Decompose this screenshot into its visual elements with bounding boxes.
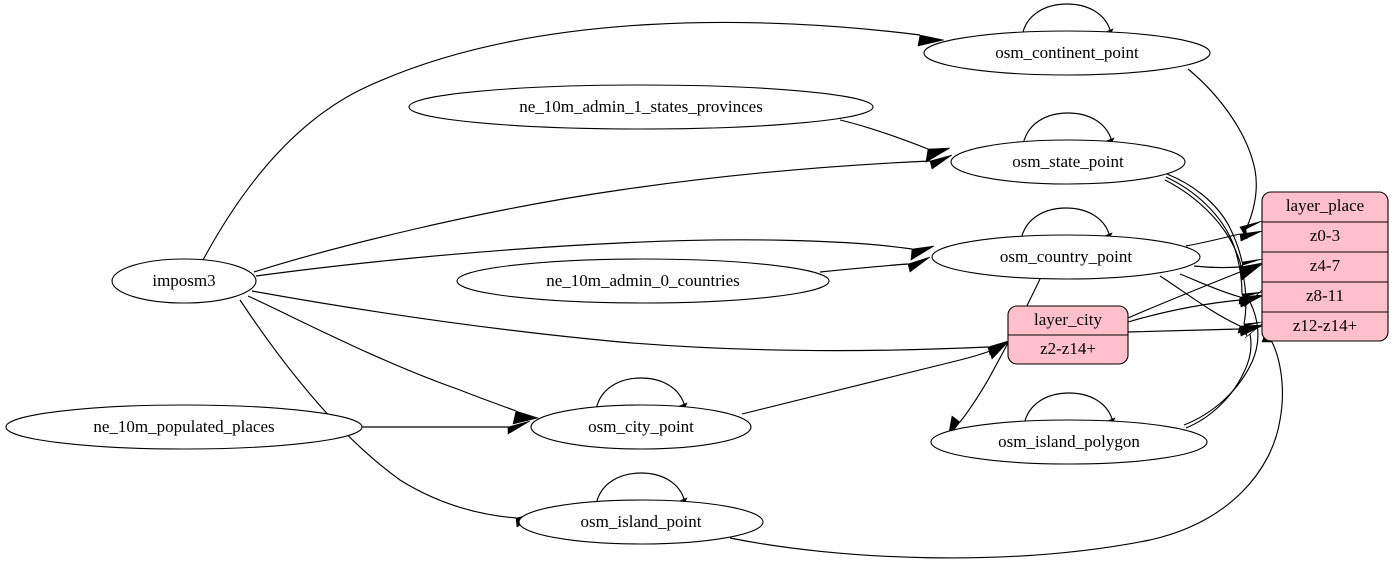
edge-layer_city-to-layer_place-z4-7 (1127, 263, 1263, 319)
edge-imposm3-to-osm_city_point (247, 295, 540, 425)
edge-osm_island_polygon-to-layer_place-z8-11 (1183, 289, 1263, 426)
edge-ne_places-to-osm_city_point (362, 420, 531, 435)
node-osm_city_point[interactable]: osm_city_point (530, 404, 752, 450)
node-ne_10m_admin_0_countries[interactable]: ne_10m_admin_0_countries (456, 258, 830, 304)
edge-layer_city-to-layer_place-z8-11 (1127, 295, 1263, 323)
node-ne_10m_populated_places[interactable]: ne_10m_populated_places (5, 404, 363, 450)
node-osm_continent_point[interactable]: osm_continent_point (923, 30, 1211, 76)
edge-osm_island_polygon-to-layer_place-z12-z14 (1185, 323, 1263, 429)
edge-imposm3-to-osm_state_point (253, 154, 953, 273)
edge-imposm3-to-osm_country_point (255, 239, 935, 277)
node-osm_island_point[interactable]: osm_island_point (518, 499, 764, 545)
node-layer_place[interactable]: layer_place z0-3 z4-7 z8-11 z12-z14+ (1261, 191, 1389, 342)
node-osm_country_point[interactable]: osm_country_point (931, 234, 1201, 280)
node-osm_island_polygon[interactable]: osm_island_polygon (930, 419, 1208, 465)
edge-ne_states-to-osm_state_point (839, 119, 951, 163)
node-layer_city[interactable]: layer_city z2-z14+ (1007, 305, 1129, 365)
node-ne_10m_admin_1_states_provinces[interactable]: ne_10m_admin_1_states_provinces (408, 84, 874, 130)
node-imposm3[interactable]: imposm3 (111, 258, 257, 304)
node-layer: imposm3 ne_10m_admin_1_states_provinces … (5, 30, 1389, 545)
edge-ne_countries-to-osm_country_point (819, 256, 931, 273)
edge-osm_country_point-to-layer_place-z0-3 (1185, 230, 1263, 247)
edge-imposm3-to-osm_continent_point (202, 21, 945, 261)
edge-osm_state_point-to-layer_place-z8-11 (1165, 176, 1263, 307)
node-osm_state_point[interactable]: osm_state_point (950, 139, 1186, 185)
edge-osm_city_point-to-layer_city (741, 341, 1009, 415)
edge-osm_continent_point-to-layer_place-z0-3 (1187, 68, 1263, 240)
